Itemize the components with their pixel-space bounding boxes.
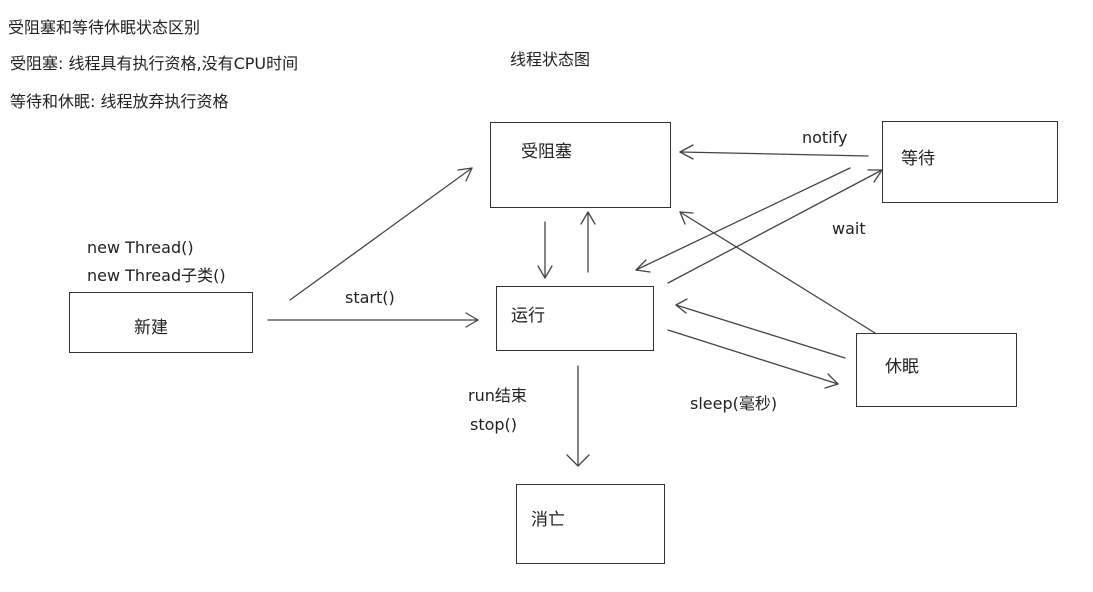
label-new-thread-subclass: new Thread子类(): [87, 266, 226, 285]
state-running-label: 运行: [511, 306, 545, 326]
label-notify: notify: [802, 128, 848, 147]
arrow-new-to-blocked: [289, 167, 473, 301]
arrow-blocked-to-running: [537, 221, 553, 279]
state-dead-label: 消亡: [531, 510, 565, 530]
label-wait: wait: [832, 219, 866, 238]
note-blocked-definition: 受阻塞: 线程具有执行资格,没有CPU时间: [10, 54, 299, 73]
state-running: 运行: [496, 286, 654, 351]
state-blocked: 受阻塞: [490, 122, 671, 208]
arrow-sleeping-to-running: [675, 298, 846, 359]
state-waiting-label: 等待: [901, 149, 935, 169]
state-new: 新建: [69, 292, 253, 353]
arrow-running-to-blocked: [580, 211, 596, 273]
state-waiting: 等待: [882, 121, 1058, 203]
note-wait-sleep-definition: 等待和休眠: 线程放弃执行资格: [10, 92, 229, 111]
arrow-new-to-running: [267, 312, 479, 328]
label-stop: stop(): [470, 415, 518, 434]
state-sleeping-label: 休眠: [885, 357, 919, 377]
arrow-waiting-to-running: [635, 167, 851, 273]
note-heading: 受阻塞和等待休眠状态区别: [8, 18, 201, 37]
arrow-waiting-to-blocked: [679, 144, 869, 160]
arrow-running-to-sleeping: [667, 329, 839, 389]
arrow-sleeping-to-blocked: [679, 211, 876, 334]
state-sleeping: 休眠: [856, 333, 1017, 407]
label-start: start(): [345, 288, 395, 307]
label-sleep: sleep(毫秒): [690, 394, 778, 413]
state-dead: 消亡: [516, 484, 665, 564]
diagram-title: 线程状态图: [510, 50, 591, 69]
state-blocked-label: 受阻塞: [521, 142, 572, 162]
label-run-end: run结束: [468, 386, 527, 405]
state-new-label: 新建: [134, 318, 168, 338]
arrow-running-to-dead: [566, 365, 590, 467]
label-new-thread: new Thread(): [87, 238, 194, 257]
